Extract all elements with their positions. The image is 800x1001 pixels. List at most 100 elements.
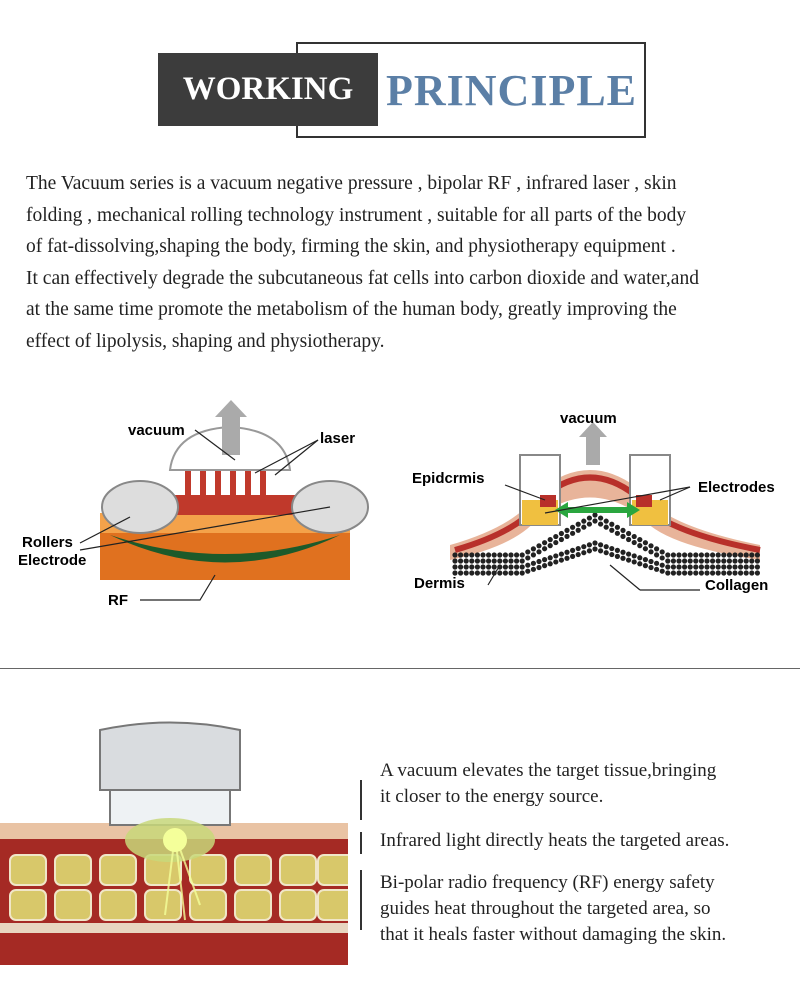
right-right-electrode: [636, 495, 652, 507]
note-bracket-1: [360, 780, 362, 820]
collagen-dot: [721, 570, 727, 576]
collagen-dot: [614, 530, 621, 536]
collagen-dot: [497, 552, 503, 558]
collagen-dot: [754, 570, 761, 576]
collagen-dot: [676, 564, 682, 570]
collagen-dot: [620, 549, 626, 555]
right-left-electrode: [540, 495, 556, 507]
collagen-dot: [570, 530, 576, 536]
collagen-dot: [558, 530, 565, 537]
collagen-dot: [648, 564, 654, 571]
right-diagram: vacuum Epidcrmis Electrodes Dermis Colla…: [412, 410, 775, 594]
collagen-dot: [452, 552, 458, 558]
collagen-dot: [469, 552, 475, 558]
collagen-dot: [530, 546, 537, 552]
collagen-dot: [670, 558, 677, 564]
collagen-dot: [553, 533, 559, 540]
collagen-dot: [676, 570, 682, 576]
collagen-dot: [536, 558, 542, 565]
collagen-dot: [553, 539, 559, 546]
collagen-dot: [575, 551, 581, 558]
collagen-dot: [726, 552, 733, 558]
collagen-dot: [508, 564, 514, 570]
collagen-dot: [743, 564, 749, 570]
collagen-dot: [659, 555, 665, 561]
right-arrow-right: [627, 502, 640, 518]
collagen-dot: [654, 552, 660, 558]
fat-cell-cluster: [189, 854, 227, 886]
collagen-dot: [592, 540, 598, 546]
collagen-dot: [491, 564, 497, 570]
collagen-dot: [474, 558, 480, 564]
fat-cell-cluster: [234, 854, 272, 886]
collagen-dot: [631, 533, 637, 540]
collagen-dot: [570, 524, 576, 530]
intro-paragraph: The Vacuum series is a vacuum negative p…: [26, 168, 788, 357]
collagen-dot: [514, 552, 520, 558]
note-vacuum: A vacuum elevates the target tissue,brin…: [380, 758, 795, 810]
collagen-dot: [698, 570, 705, 576]
fat-cell-cluster: [279, 854, 317, 886]
collagen-dot: [598, 521, 604, 527]
collagen-dot: [603, 550, 609, 556]
collagen-dot: [474, 570, 480, 576]
fat-cell-cluster: [54, 889, 92, 921]
collagen-dot: [497, 570, 503, 576]
collagen-dot: [609, 545, 615, 552]
collagen-dot: [715, 552, 721, 558]
collagen-dot: [609, 521, 615, 527]
fat-cell-cluster: [99, 889, 137, 921]
collagen-dot: [564, 555, 570, 561]
collagen-dot: [592, 546, 598, 552]
header-working-box: WORKING: [158, 53, 378, 126]
intro-line: The Vacuum series is a vacuum negative p…: [26, 173, 677, 194]
note-bracket-3: [360, 870, 362, 930]
collagen-dots: [452, 512, 761, 576]
fat-cell-cluster: [234, 889, 272, 921]
collagen-dot: [648, 543, 654, 549]
collagen-dot: [738, 564, 744, 570]
collagen-dot: [732, 564, 738, 570]
left-arrow-shaft: [222, 415, 240, 455]
collagen-dot: [637, 543, 643, 549]
collagen-dot: [642, 546, 649, 552]
collagen-dot: [586, 521, 593, 527]
collagen-dot: [676, 552, 682, 558]
left-diagram: vacuum laser Rollers Electrode RF: [18, 400, 369, 609]
collagen-dot: [710, 570, 716, 576]
collagen-dot: [547, 561, 553, 567]
right-epidermis: [450, 470, 760, 560]
collagen-dot: [620, 555, 626, 561]
right-arrow-shaft: [586, 435, 600, 465]
fat-cell-cluster: [144, 889, 182, 921]
note-line: Bi-polar radio frequency (RF) energy saf…: [380, 872, 715, 893]
collagen-dot: [469, 558, 475, 564]
diagram-figure: vacuum laser Rollers Electrode RF: [0, 395, 800, 615]
muscle-fascia: [0, 923, 348, 933]
collagen-dot: [553, 559, 559, 565]
collagen-dot: [614, 524, 621, 530]
collagen-dot: [536, 543, 542, 549]
collagen-dot: [558, 557, 565, 563]
collagen-dot: [502, 558, 508, 564]
collagen-dot: [536, 549, 542, 555]
light-rays: [164, 834, 201, 921]
collagen-dot: [508, 558, 514, 564]
left-rf-arc: [110, 535, 340, 563]
collagen-dot: [665, 558, 671, 564]
collagen-dot: [547, 543, 553, 549]
collagen-dot: [670, 552, 677, 558]
collagen-dot: [754, 552, 761, 558]
collagen-dot: [738, 570, 744, 576]
collagen-dot: [665, 564, 671, 570]
collagen-dot: [502, 564, 508, 570]
collagen-dot: [581, 518, 587, 524]
collagen-dot: [581, 550, 587, 556]
handpiece-body: [99, 721, 241, 791]
right-leader-lines: [487, 484, 700, 591]
collagen-dot: [514, 558, 520, 564]
note-infrared: Infrared light directly heats the target…: [380, 828, 795, 854]
collagen-dot: [491, 558, 497, 564]
intro-line: effect of lipolysis, shaping and physiot…: [26, 330, 385, 352]
collagen-dot: [486, 552, 492, 558]
